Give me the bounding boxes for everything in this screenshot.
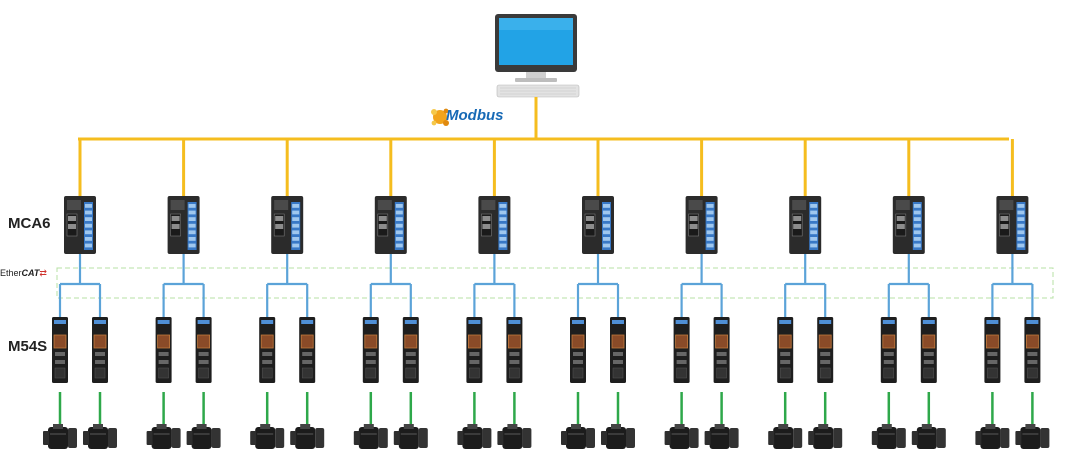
servo-motor-icon [353,424,388,449]
computer-icon [495,14,580,98]
servo-motor-icon [808,424,843,449]
modbus-label: Modbus [446,107,504,124]
servo-motor-icon [83,424,117,449]
servo-motor-icon [497,424,532,449]
m54s-drive-icon [984,317,1001,383]
mca6-controller-icon [64,196,96,254]
modbus-logo-icon [431,108,449,126]
servo-motor-icon [768,424,803,449]
mca6-controller-icon [789,196,822,254]
servo-motor-icon [146,424,181,449]
m54s-drive-icon [713,317,730,383]
m54s-drive-icon [506,317,523,383]
drive-label: M54S [8,338,48,355]
ethercat-label-cat: CAT [21,268,40,278]
ethercat-arrows-icon: ⇄ [39,268,47,278]
m54s-drive-icon [880,317,897,383]
servo-motor-icon [290,424,325,449]
group-4 [353,139,428,449]
servo-motor-icon [43,424,77,449]
m54s-drive-icon [92,317,108,383]
mca6-controller-icon [271,196,304,254]
servo-motor-icon [393,424,428,449]
servo-motor-icon [911,424,946,449]
m54s-drive-icon [259,317,276,383]
servo-motor-icon [704,424,739,449]
servo-motor-icon [601,424,635,449]
m54s-drive-icon [155,317,172,383]
m54s-drive-icon [466,317,483,383]
m54s-drive-icon [1024,317,1041,383]
m54s-drive-icon [402,317,419,383]
mca6-controller-icon [478,196,511,254]
servo-motor-icon [1015,424,1050,449]
servo-motor-icon [664,424,699,449]
m54s-drive-icon [920,317,937,383]
group-9 [871,139,946,449]
mca6-controller-icon [167,196,200,254]
m54s-drive-icon [195,317,212,383]
m54s-drive-icon [299,317,316,383]
servo-motor-icon [250,424,285,449]
group-10 [975,139,1050,449]
servo-motor-icon [975,424,1010,449]
ethercat-zone [56,267,1054,299]
m54s-drive-icon [362,317,379,383]
servo-motor-icon [561,424,595,449]
group-3 [250,139,325,449]
group-8 [768,139,843,449]
m54s-drive-icon [817,317,834,383]
servo-motor-icon [871,424,906,449]
m54s-drive-icon [52,317,68,383]
m54s-drive-icon [777,317,794,383]
group-5 [457,139,532,449]
mca6-controller-icon [582,196,614,254]
mca6-controller-icon [685,196,718,254]
servo-motor-icon [186,424,221,449]
mca6-controller-icon [374,196,407,254]
group-1 [43,139,117,449]
m54s-drive-icon [610,317,626,383]
group-6 [561,139,635,449]
ethercat-label: EtherCAT⇄ [0,268,47,279]
mca6-controller-icon [892,196,925,254]
mca6-controller-icon [996,196,1029,254]
m54s-drive-icon [570,317,586,383]
servo-motor-icon [457,424,492,449]
group-7 [664,139,739,449]
ethercat-label-ether: Ether [0,268,22,278]
m54s-drive-icon [673,317,690,383]
group-2 [146,139,221,449]
controller-label: MCA6 [8,215,51,232]
